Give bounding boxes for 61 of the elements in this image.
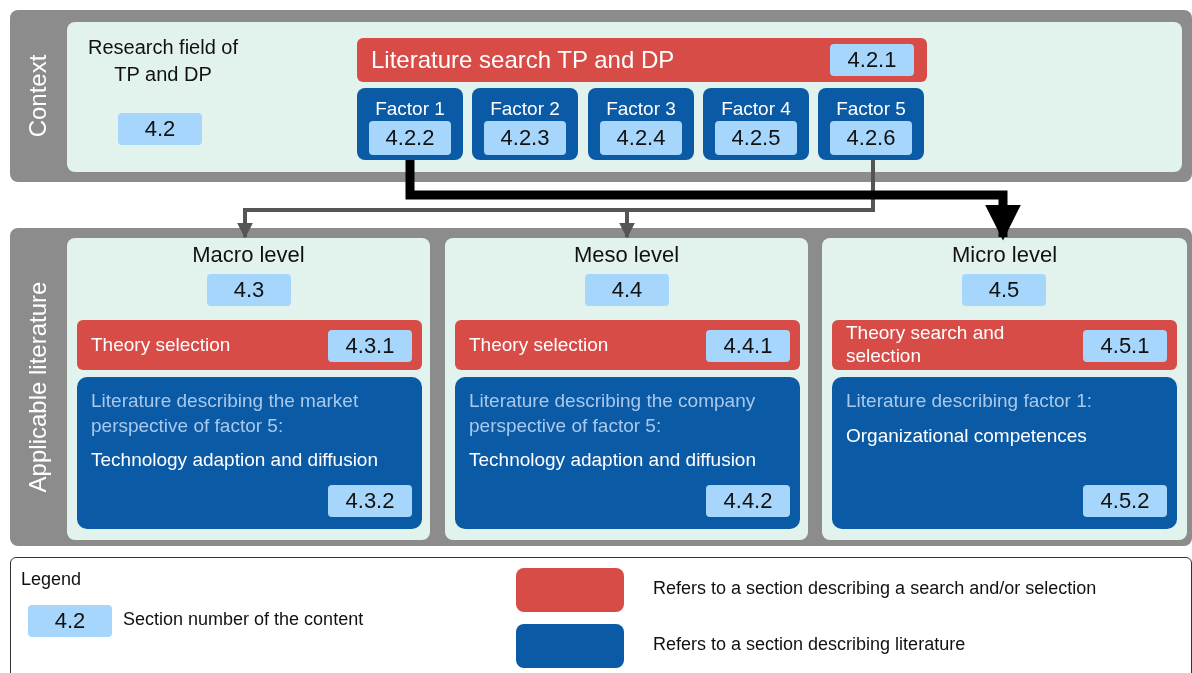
level-panel xyxy=(822,238,1187,540)
section-number: 4.2.4 xyxy=(600,121,682,155)
literature-topic: Organizational competences xyxy=(846,423,1087,448)
section-number: 4.5 xyxy=(962,274,1046,306)
literature-box xyxy=(455,377,800,529)
legend-text: Refers to a section describing a search and/or selection xyxy=(653,578,1097,599)
search-bar xyxy=(77,320,422,370)
literature-description: Literature describing factor 1: xyxy=(846,389,1093,413)
bar-label: Theory selection xyxy=(91,333,231,357)
section-number: 4.2.1 xyxy=(830,44,914,76)
search-bar xyxy=(832,320,1177,370)
factor-label: Factor 5 xyxy=(835,98,907,120)
factor-label: Factor 3 xyxy=(605,98,677,120)
band-label: Context xyxy=(24,54,52,138)
legend-text: Section number of the content xyxy=(123,609,364,630)
field-title: Research field of TP and DP xyxy=(86,35,240,87)
legend-text: Refers to a section describing literature xyxy=(653,634,966,655)
literature-topic: Technology adaption and diffusion xyxy=(91,448,378,473)
level-panel xyxy=(445,238,808,540)
factor-label: Factor 4 xyxy=(720,98,792,120)
factor-label: Factor 1 xyxy=(374,98,446,120)
factor-box xyxy=(703,88,809,160)
section-number: 4.5.2 xyxy=(1083,485,1167,517)
section-number: 4.2.2 xyxy=(369,121,451,155)
band-label: Applicable literature xyxy=(24,281,52,493)
factor-box xyxy=(472,88,578,160)
literature-topic: Technology adaption and diffusion xyxy=(469,448,756,473)
section-number: 4.2 xyxy=(118,113,202,145)
section-number: 4.4.2 xyxy=(706,485,790,517)
level-title: Micro level xyxy=(950,242,1059,268)
legend-title: Legend xyxy=(21,569,82,590)
section-number: 4.4.1 xyxy=(706,330,790,362)
section-number: 4.5.1 xyxy=(1083,330,1167,362)
factor-box xyxy=(818,88,924,160)
level-title: Macro level xyxy=(191,242,306,268)
bar-label: Theory selection xyxy=(469,333,609,357)
factor-box xyxy=(357,88,463,160)
literature-description: Literature describing the company perspective of factor 5: xyxy=(469,389,757,438)
arrow xyxy=(405,160,1021,241)
section-band xyxy=(10,10,1192,182)
factor-box xyxy=(588,88,694,160)
section-number: 4.2.3 xyxy=(484,121,566,155)
factor-label: Factor 2 xyxy=(489,98,561,120)
section-number: 4.4 xyxy=(585,274,669,306)
legend-swatch: 4.2 xyxy=(28,605,112,637)
section-number: 4.2.5 xyxy=(715,121,797,155)
bar-label: Theory search and selection xyxy=(846,322,1006,368)
level-panel xyxy=(67,238,430,540)
section-band xyxy=(10,228,1192,546)
search-bar xyxy=(357,38,927,82)
section-number: 4.3 xyxy=(207,274,291,306)
search-bar xyxy=(455,320,800,370)
literature-box xyxy=(77,377,422,529)
literature-description: Literature describing the market perspective of factor 5: xyxy=(91,389,360,438)
section-number: 4.3.1 xyxy=(328,330,412,362)
literature-box xyxy=(832,377,1177,529)
context-panel xyxy=(67,22,1182,172)
bar-label: Literature search TP and DP xyxy=(371,45,675,75)
section-number: 4.3.2 xyxy=(328,485,412,517)
section-number: 4.2.6 xyxy=(830,121,912,155)
level-title: Meso level xyxy=(572,242,681,268)
